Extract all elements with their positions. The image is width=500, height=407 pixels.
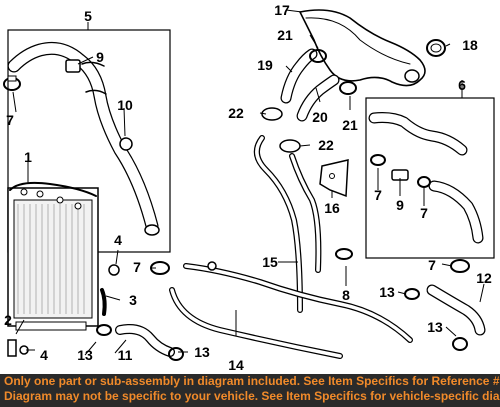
callout-10: 10 [117, 97, 133, 113]
disclaimer-line-2: Diagram may not be specific to your vehi… [4, 389, 500, 403]
leader-lines [12, 9, 485, 356]
callout-12: 12 [476, 270, 492, 286]
callout-7-e: 7 [428, 257, 436, 273]
callout-2: 2 [4, 312, 12, 328]
disclaimer-line-1: Only one part or sub-assembly in diagram… [4, 374, 500, 388]
radiator [7, 181, 99, 331]
hose-12 [404, 259, 486, 351]
hose-11 [96, 261, 184, 361]
fittings-2-3-4 [7, 264, 120, 357]
tube-15 [253, 135, 353, 313]
callout-19: 19 [257, 57, 273, 73]
callout-20: 20 [312, 109, 328, 125]
callout-13-c: 13 [379, 284, 395, 300]
callout-3: 3 [129, 292, 137, 308]
callout-22-b: 22 [318, 137, 334, 153]
callout-9-b: 9 [396, 197, 404, 213]
coolant-outlet-pipe [298, 9, 446, 87]
disclaimer-footer: Only one part or sub-assembly in diagram… [0, 374, 500, 407]
heater-hose-group-6 [368, 112, 484, 244]
small-hoses-19-20 [280, 48, 357, 122]
upper-radiator-hose [7, 41, 160, 236]
callout-14: 14 [228, 357, 244, 373]
box-group-6 [365, 97, 495, 259]
callout-21-a: 21 [277, 27, 293, 43]
callout-21-b: 21 [342, 117, 358, 133]
callout-7-b: 7 [133, 259, 141, 275]
callout-7-d: 7 [420, 205, 428, 221]
diagram-canvas: 1 2 3 4 4 5 6 7 7 7 7 7 8 9 9 10 11 12 1… [3, 2, 495, 373]
callout-8: 8 [342, 287, 350, 303]
callout-22-a: 22 [228, 105, 244, 121]
callout-7-c: 7 [374, 187, 382, 203]
callout-4-upper: 4 [114, 232, 122, 248]
callout-13-d: 13 [427, 319, 443, 335]
callout-11: 11 [118, 347, 133, 363]
callout-7-a: 7 [6, 112, 14, 128]
callout-17: 17 [274, 2, 290, 18]
long-tube-14 [169, 261, 413, 359]
hose-clamp-7-left [3, 75, 21, 91]
callout-16: 16 [324, 200, 340, 216]
callout-5: 5 [84, 8, 92, 24]
callout-18: 18 [462, 37, 478, 53]
callout-6: 6 [458, 77, 466, 93]
callout-4-lower: 4 [40, 347, 48, 363]
callout-13-a: 13 [77, 347, 93, 363]
caps-22 [261, 107, 301, 153]
callout-9-a: 9 [96, 49, 104, 65]
bracket-16 [319, 159, 349, 198]
callout-15: 15 [262, 254, 278, 270]
callout-13-b: 13 [194, 344, 210, 360]
callout-1: 1 [24, 149, 32, 165]
